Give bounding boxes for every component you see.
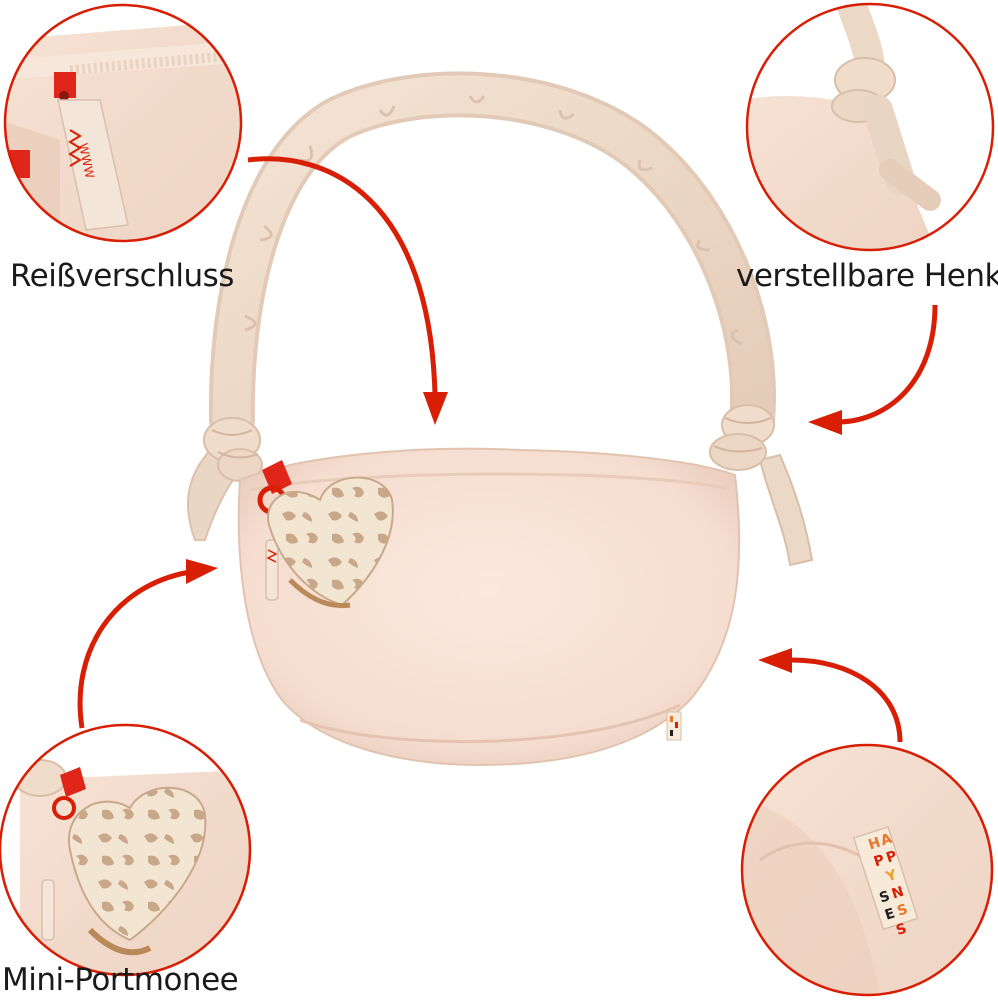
bag-brand-tag <box>666 711 682 741</box>
tag-letter: S <box>895 901 910 919</box>
detail-circle-tag <box>740 743 994 997</box>
tag-letter: P <box>872 852 887 870</box>
detail-circle-zipper <box>3 3 243 243</box>
detail-circle-purse <box>0 723 252 977</box>
arrow-handle <box>808 304 938 435</box>
detail-circle-handle <box>745 2 995 252</box>
shoulder-strap <box>208 71 776 443</box>
label-zipper: Reißverschluss <box>10 258 234 294</box>
arrow-zipper <box>247 156 448 425</box>
arrow-purse <box>77 559 218 729</box>
tag-letter: H <box>866 835 882 854</box>
brand-tag-lettering: H A P P Y S N E S S <box>866 831 909 939</box>
heart-purse <box>267 476 394 609</box>
tag-letter: A <box>879 831 894 850</box>
tag-letter: N <box>890 884 906 903</box>
bag-zipper-ring <box>257 460 292 601</box>
tag-letter: E <box>883 906 897 924</box>
tag-letter: S <box>877 888 892 906</box>
left-knot <box>187 417 263 541</box>
tag-letter: S <box>894 921 909 939</box>
label-mini-purse: Mini-Portmonee <box>2 962 239 998</box>
right-knot <box>709 404 814 567</box>
arrow-tag <box>758 648 903 743</box>
label-handle: verstellbare Henkel <box>736 258 998 294</box>
tag-letter: P <box>884 848 899 866</box>
